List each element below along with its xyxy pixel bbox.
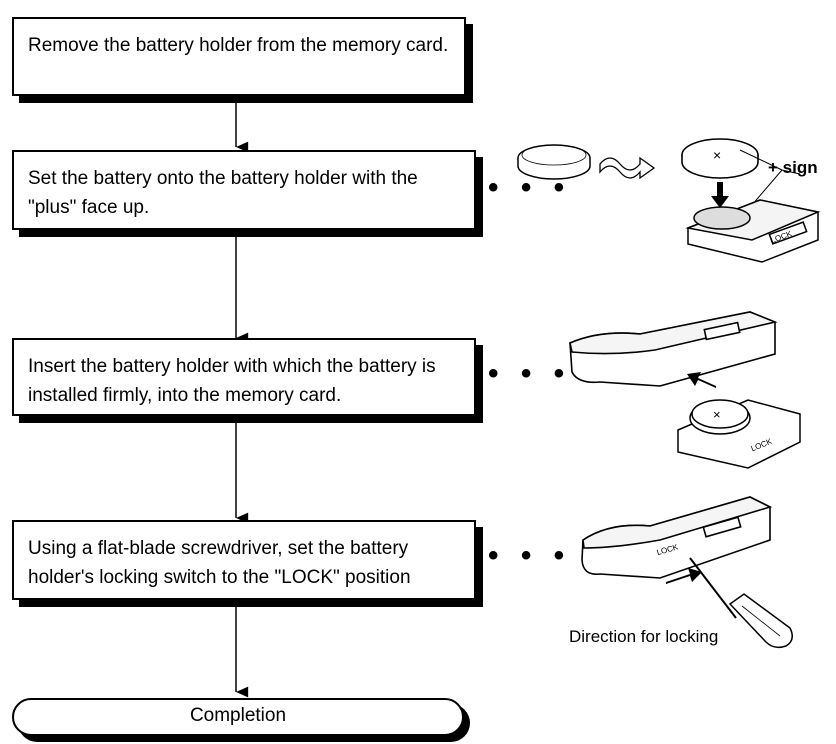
step-remove-holder: Remove the battery holder from the memor… bbox=[12, 17, 466, 96]
plus-cross-mark-2: × bbox=[713, 407, 721, 422]
battery-top-icon: × bbox=[681, 138, 759, 179]
screwdriver-icon bbox=[689, 557, 793, 649]
step-insert-holder: Insert the battery holder with which the… bbox=[12, 338, 476, 416]
lock-direction-arrow-icon bbox=[666, 568, 702, 584]
memory-card-lock-icon bbox=[581, 496, 773, 579]
plus-cross-mark: × bbox=[713, 147, 721, 163]
battery-holder-tray-icon bbox=[685, 199, 821, 263]
step-lock-switch: Using a flat-blade screwdriver, set the … bbox=[12, 520, 476, 600]
insert-arrow-icon bbox=[687, 372, 716, 388]
battery-side-icon bbox=[517, 144, 591, 180]
completion-terminal: Completion bbox=[12, 698, 464, 736]
down-arrow-icon bbox=[711, 182, 729, 208]
step-2-text: Set the battery onto the battery holder … bbox=[28, 168, 418, 218]
battery-holder-inserted-icon bbox=[677, 399, 801, 469]
flip-arrow-icon bbox=[599, 156, 656, 180]
ellipsis-step-4: • • • bbox=[488, 539, 572, 572]
direction-locking-label: Direction for locking bbox=[569, 627, 719, 646]
step-set-battery: Set the battery onto the battery holder … bbox=[12, 150, 476, 230]
step-3-text: Insert the battery holder with which the… bbox=[28, 356, 436, 406]
plus-sign-label: + sign bbox=[768, 158, 818, 177]
completion-text: Completion bbox=[189, 705, 287, 726]
ellipsis-step-3: • • • bbox=[488, 357, 572, 390]
memory-card-icon bbox=[569, 311, 778, 387]
step-4-text: Using a flat-blade screwdriver, set the … bbox=[28, 538, 411, 588]
step-1-text: Remove the battery holder from the memor… bbox=[28, 35, 449, 56]
